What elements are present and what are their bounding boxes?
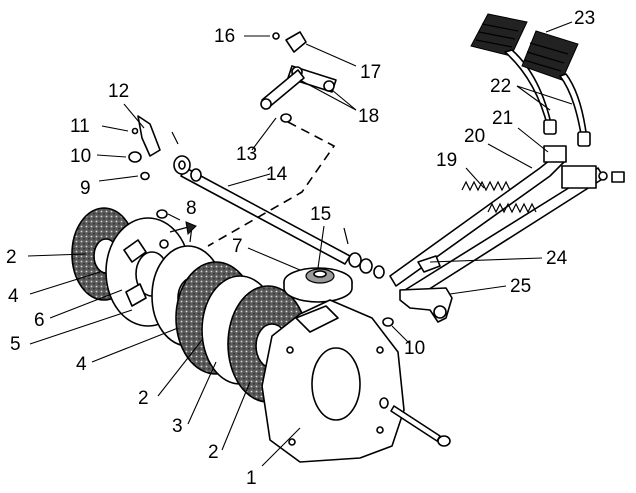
callout-2-left: 2 [6,247,17,268]
callout-17: 17 [360,62,381,83]
callout-16: 16 [214,26,235,47]
callout-7: 7 [232,236,243,257]
callout-labels: 1 2 2 2 2 3 4 4 5 6 7 8 9 10 10 11 12 13… [6,8,595,489]
callout-4-left: 4 [8,286,19,307]
callout-25: 25 [510,276,531,297]
leader-lines [27,21,573,467]
brake-pedal-right [521,30,591,147]
callout-15: 15 [310,204,331,225]
cross-shaft [173,155,385,279]
callout-18: 18 [358,106,379,127]
callout-2-lower-b: 2 [208,442,219,463]
callout-2-lower-a: 2 [138,388,149,409]
callout-23: 23 [574,8,595,29]
callout-10-right: 10 [404,338,425,359]
brake-pedal-left [470,13,557,135]
callout-14: 14 [266,164,288,185]
callout-12: 12 [108,81,129,102]
callout-10-left: 10 [70,146,91,167]
callout-22: 22 [490,76,511,97]
nut [382,317,394,327]
callout-6: 6 [34,310,45,331]
callout-21: 21 [492,108,513,129]
bracket [128,115,179,219]
upper-linkage [260,31,337,123]
brake-arms [389,145,625,323]
callout-3: 3 [172,416,183,437]
brake-rod-dashed [207,121,336,247]
callout-1: 1 [246,468,257,489]
brake-housing [261,299,405,463]
callout-4-lower: 4 [76,354,87,375]
callout-20: 20 [464,126,485,147]
callout-9: 9 [80,178,91,199]
callout-8: 8 [186,198,197,219]
release-bearing-cover [283,267,353,303]
callout-13: 13 [236,144,257,165]
callout-11: 11 [70,116,90,137]
callout-5: 5 [10,334,21,355]
callout-24: 24 [546,248,568,269]
callout-19: 19 [436,150,457,171]
housing-bolt [379,397,451,447]
return-springs [461,180,537,214]
